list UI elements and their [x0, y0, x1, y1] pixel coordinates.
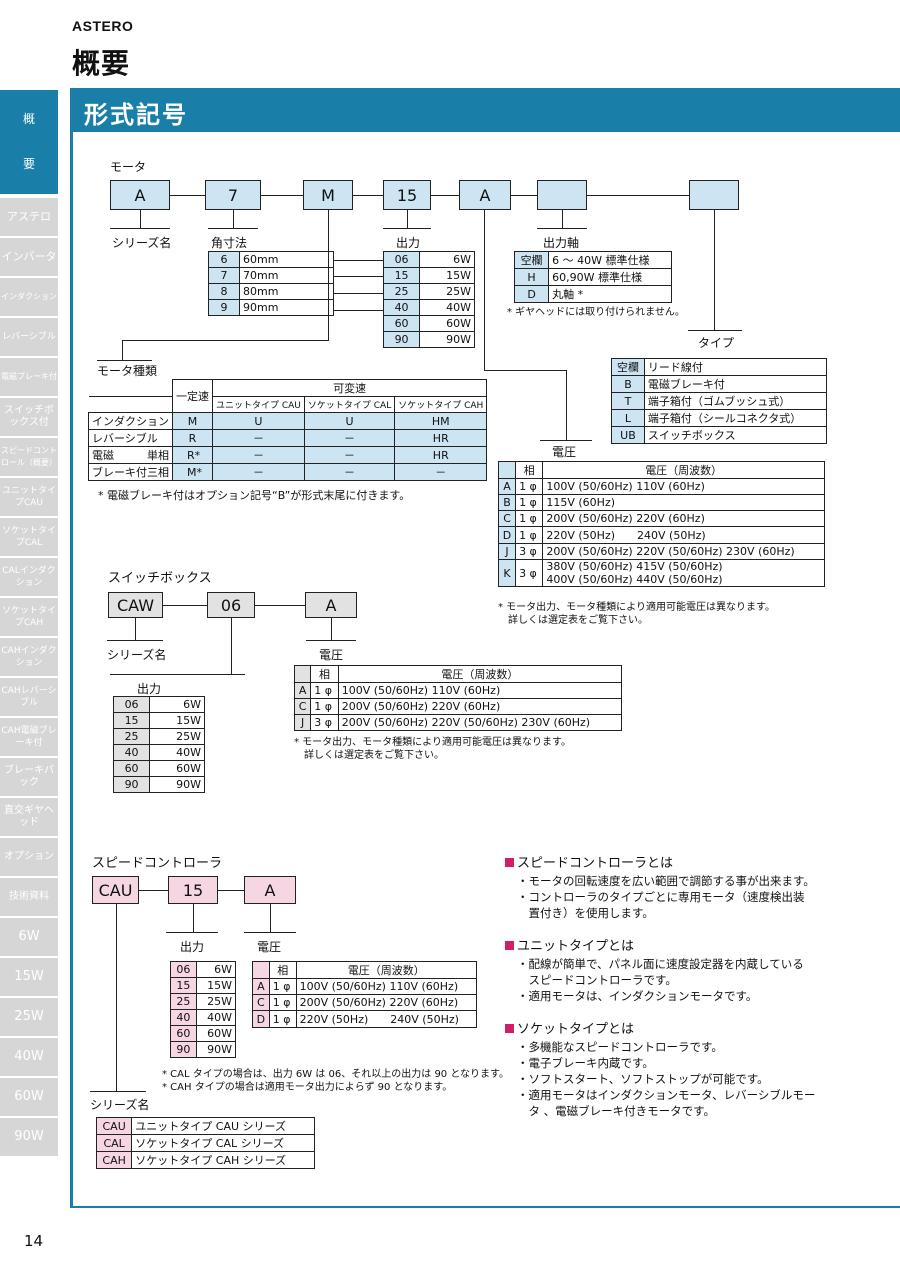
- motor-voltage-label: 電圧: [552, 445, 577, 459]
- sidebar-item-cah[interactable]: ソケットタイプCAH: [0, 598, 58, 636]
- motor-shaft-label: 出力軸: [543, 236, 580, 250]
- speed-code-output: 15: [168, 876, 218, 904]
- switchbox-note-1: * モータ出力、モータ種類により適用可能電圧は異なります。: [294, 737, 571, 748]
- sidebar-item-switchbox[interactable]: スイッチボックス付: [0, 398, 58, 436]
- content-bottom-rule: [72, 1206, 900, 1208]
- sidebar-item-cau[interactable]: ユニットタイプCAU: [0, 478, 58, 516]
- info-socket-type: ソケットタイプとは ・多機能なスピードコントローラです。 ・電子ブレーキ内蔵です…: [505, 1022, 845, 1119]
- switchbox-output-label: 出力: [137, 682, 162, 696]
- brand-name: ASTERO: [72, 18, 134, 34]
- sidebar-item-reversible[interactable]: レバーシブル: [0, 318, 58, 356]
- section-header-bar: [72, 88, 900, 132]
- speed-series-label: シリーズ名: [90, 1098, 150, 1112]
- section-title: 形式記号: [84, 101, 188, 129]
- motor-kind-label: モータ種類: [97, 364, 158, 378]
- sidebar-nav: 概 要 アステロ インバータ インダクション レバーシブル 電磁ブレーキ付 スイ…: [0, 86, 58, 1196]
- motor-shaft-note: * ギヤヘッドには取り付けられません。: [507, 307, 685, 318]
- info-speedcontroller: スピードコントローラとは ・モータの回転速度を広い範囲で調節する事が出来ます。 …: [505, 856, 845, 921]
- motor-size-label: 角寸法: [211, 236, 248, 250]
- motor-code-size: 7: [205, 180, 261, 210]
- sidebar-item-cal-induction[interactable]: CALインダクション: [0, 558, 58, 596]
- sidebar-item-cah-induction[interactable]: CAHインダクション: [0, 638, 58, 676]
- motor-code-output: 15: [383, 180, 431, 210]
- sidebar-item-astero[interactable]: アステロ: [0, 198, 58, 236]
- speed-code-series: CAU: [92, 876, 139, 904]
- content-left-rule: [70, 88, 73, 1208]
- motor-title: モータ: [110, 160, 147, 174]
- motor-series-label: シリーズ名: [112, 236, 172, 250]
- motor-voltage-note-1: * モータ出力、モータ種類により適用可能電圧は異なります。: [498, 602, 775, 613]
- sidebar-item-you[interactable]: 要: [0, 134, 58, 194]
- sidebar-item-brake[interactable]: 電磁ブレーキ付: [0, 358, 58, 396]
- sidebar-item-tech[interactable]: 技術資料: [0, 878, 58, 916]
- sidebar-item-speedcontrol[interactable]: スピードコントロール（概要）: [0, 438, 58, 476]
- motor-kind-note: * 電磁ブレーキ付はオプション記号“B”が形式末尾に付きます。: [98, 489, 411, 502]
- motor-type-label: タイプ: [698, 336, 735, 350]
- sidebar-item-40w[interactable]: 40W: [0, 1038, 58, 1076]
- switchbox-series-label: シリーズ名: [107, 648, 167, 662]
- motor-code-voltage: A: [459, 180, 511, 210]
- speed-title: スピードコントローラ: [92, 856, 223, 871]
- sidebar-item-cah-reversible[interactable]: CAHレバーシブル: [0, 678, 58, 716]
- switchbox-note-2: 詳しくは選定表をご覧下さい。: [304, 750, 444, 761]
- page-number: 14: [24, 1232, 44, 1250]
- switchbox-voltage-label: 電圧: [319, 648, 344, 662]
- motor-code-shaft: [537, 180, 587, 210]
- switchbox-code-series: CAW: [108, 592, 163, 618]
- sidebar-item-60w[interactable]: 60W: [0, 1078, 58, 1116]
- sidebar-item-gearhead[interactable]: 直交ギヤヘッド: [0, 798, 58, 836]
- switchbox-code-output: 06: [207, 592, 255, 618]
- switchbox-code-voltage: A: [305, 592, 357, 618]
- motor-code-type: [689, 180, 739, 210]
- sidebar-item-25w[interactable]: 25W: [0, 998, 58, 1036]
- motor-code-kind: M: [303, 180, 353, 210]
- speed-note-1: * CAL タイプの場合は、出力 6W は 06、それ以上の出力は 90 となり…: [162, 1069, 510, 1080]
- info-unit-type: ユニットタイプとは ・配線が簡単で、パネル面に速度設定器を内蔵している スピード…: [505, 939, 845, 1004]
- speed-note-2: * CAH タイプの場合は適用モータ出力によらず 90 となります。: [162, 1082, 453, 1093]
- motor-code-series: A: [110, 180, 170, 210]
- speed-code-voltage: A: [244, 876, 296, 904]
- sidebar-item-cal[interactable]: ソケットタイプCAL: [0, 518, 58, 556]
- speed-output-label: 出力: [180, 940, 205, 954]
- sidebar-item-6w[interactable]: 6W: [0, 918, 58, 956]
- motor-output-label: 出力: [396, 236, 421, 250]
- sidebar-item-inverter[interactable]: インバータ: [0, 238, 58, 276]
- speed-voltage-label: 電圧: [257, 940, 282, 954]
- switchbox-title: スイッチボックス: [108, 571, 212, 586]
- sidebar-item-cah-brake[interactable]: CAH電磁ブレーキ付: [0, 718, 58, 756]
- sidebar-item-option[interactable]: オプション: [0, 838, 58, 876]
- sidebar-item-90w[interactable]: 90W: [0, 1118, 58, 1156]
- sidebar-item-brakepack[interactable]: ブレーキパック: [0, 758, 58, 796]
- motor-kind-table: 一定速 可変速 ユニットタイプ CAU ソケットタイプ CAL ソケットタイプ …: [88, 379, 488, 481]
- motor-voltage-note-2: 詳しくは選定表をご覧下さい。: [508, 615, 648, 626]
- sidebar-item-15w[interactable]: 15W: [0, 958, 58, 996]
- sidebar-item-induction[interactable]: インダクション: [0, 278, 58, 316]
- page-title: 概要: [72, 47, 131, 80]
